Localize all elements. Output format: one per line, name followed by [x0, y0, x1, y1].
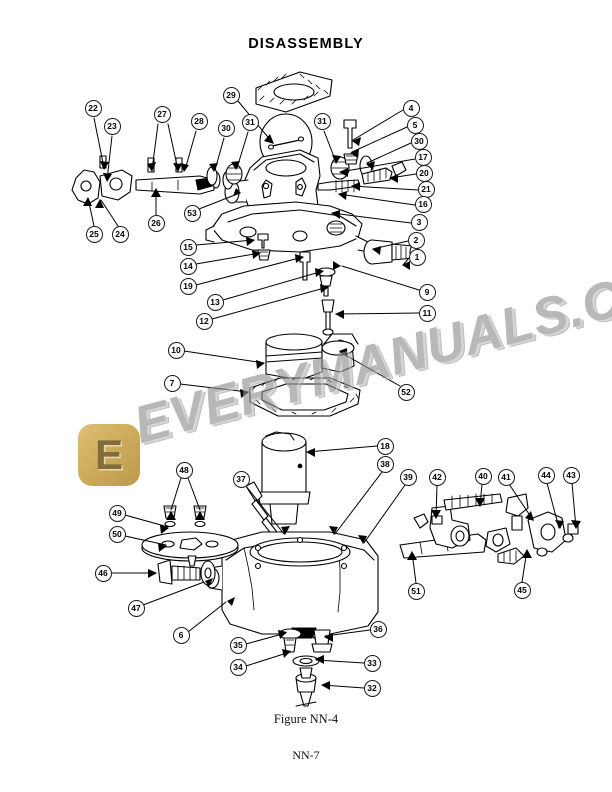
callout-41[interactable]: 41: [497, 468, 515, 486]
callout-34[interactable]: 34: [229, 658, 247, 676]
callout-23[interactable]: 23: [103, 117, 121, 135]
callout-38[interactable]: 38: [376, 455, 394, 473]
callout-10[interactable]: 10: [167, 341, 185, 359]
callout-11[interactable]: 11: [418, 304, 436, 322]
callout-24[interactable]: 24: [111, 225, 129, 243]
part-throttle-lower-parts: [278, 628, 333, 707]
part-throttle-linkage: [399, 493, 579, 565]
part-venturi-cluster: [257, 431, 311, 525]
callout-31[interactable]: 31: [241, 113, 259, 131]
callout-3[interactable]: 3: [410, 213, 428, 231]
callout-2[interactable]: 2: [407, 231, 425, 249]
callout-40[interactable]: 40: [474, 467, 492, 485]
callout-48[interactable]: 48: [175, 461, 193, 479]
part-throttle-plate-assembly: [141, 505, 239, 586]
callout-19[interactable]: 19: [179, 277, 197, 295]
callout-52[interactable]: 52: [397, 383, 415, 401]
callout-50[interactable]: 50: [108, 525, 126, 543]
part-bowl-gasket: [249, 377, 361, 417]
callout-37[interactable]: 37: [232, 470, 250, 488]
callout-16[interactable]: 16: [414, 195, 432, 213]
callout-1[interactable]: 1: [408, 248, 426, 266]
callout-47[interactable]: 47: [127, 599, 145, 617]
part-bowl-cover: [205, 201, 369, 253]
callout-43[interactable]: 43: [562, 466, 580, 484]
callout-12[interactable]: 12: [195, 312, 213, 330]
callout-51[interactable]: 51: [407, 582, 425, 600]
callout-32[interactable]: 32: [363, 679, 381, 697]
callout-45[interactable]: 45: [513, 581, 531, 599]
callout-28[interactable]: 28: [190, 112, 208, 130]
callout-36[interactable]: 36: [369, 620, 387, 638]
page-number: NN-7: [292, 748, 320, 762]
part-small-bearings: [206, 155, 373, 186]
callout-49[interactable]: 49: [108, 504, 126, 522]
callout-21[interactable]: 21: [417, 180, 435, 198]
callout-30[interactable]: 30: [410, 132, 428, 150]
part-jets-column: [257, 233, 336, 336]
callout-44[interactable]: 44: [537, 466, 555, 484]
callout-7[interactable]: 7: [163, 374, 181, 392]
part-screws-top-right: [343, 119, 359, 165]
part-needle-and-springs: [317, 161, 407, 193]
callout-18[interactable]: 18: [376, 437, 394, 455]
callout-15[interactable]: 15: [179, 238, 197, 256]
page-title: DISASSEMBLY: [248, 36, 364, 52]
part-float: [265, 333, 359, 381]
callout-39[interactable]: 39: [399, 468, 417, 486]
callout-20[interactable]: 20: [415, 164, 433, 182]
callout-22[interactable]: 22: [84, 99, 102, 117]
callout-9[interactable]: 9: [418, 283, 436, 301]
callout-5[interactable]: 5: [406, 116, 424, 134]
callout-14[interactable]: 14: [179, 257, 197, 275]
callout-53[interactable]: 53: [183, 204, 201, 222]
callout-13[interactable]: 13: [206, 293, 224, 311]
callout-30[interactable]: 30: [217, 119, 235, 137]
callout-6[interactable]: 6: [172, 626, 190, 644]
figure-caption: Figure NN-4: [273, 712, 339, 726]
callout-33[interactable]: 33: [363, 654, 381, 672]
callout-31[interactable]: 31: [313, 112, 331, 130]
callout-26[interactable]: 26: [147, 214, 165, 232]
callout-4[interactable]: 4: [402, 99, 420, 117]
part-air-horn-gasket: [255, 71, 333, 113]
callout-29[interactable]: 29: [222, 86, 240, 104]
leader-arrowheads: [83, 134, 581, 690]
callout-46[interactable]: 46: [94, 564, 112, 582]
callout-27[interactable]: 27: [153, 105, 171, 123]
callout-25[interactable]: 25: [85, 225, 103, 243]
callout-17[interactable]: 17: [414, 148, 432, 166]
callout-42[interactable]: 42: [428, 468, 446, 486]
callout-35[interactable]: 35: [229, 636, 247, 654]
